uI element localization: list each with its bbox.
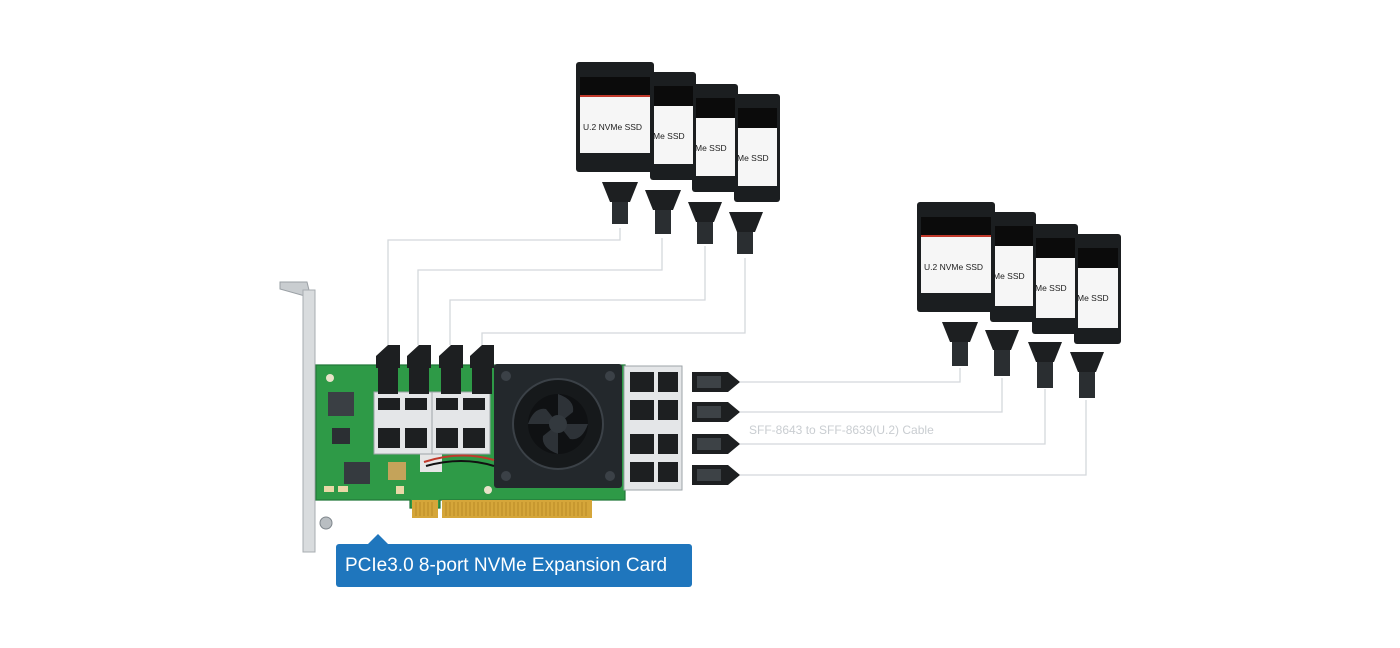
- ssd-label: Me SSD: [737, 153, 769, 163]
- sff8643-plugs: [692, 372, 740, 485]
- cable-label: SFF-8643 to SFF-8639(U.2) Cable: [749, 423, 934, 437]
- ssd-label: Me SSD: [695, 143, 727, 153]
- pcie-gold-fingers: [412, 500, 592, 518]
- ssd-label: Me SSD: [653, 131, 685, 141]
- ssd-drive-icon: U.2 NVMe SSD: [576, 62, 654, 172]
- ssd-group-top: Me SSD Me SSD Me SSD U.2 NVMe SSD: [576, 62, 780, 254]
- ssd-label: Me SSD: [1035, 283, 1067, 293]
- ssd-drive-icon: Me SSD: [1032, 224, 1078, 334]
- sff8643-plug-icon: [692, 372, 740, 392]
- pcie-expansion-card: [315, 345, 683, 518]
- ssd-label: Me SSD: [993, 271, 1025, 281]
- product-callout: PCIe3.0 8-port NVMe Expansion Card: [336, 534, 692, 587]
- ssd-label: U.2 NVMe SSD: [924, 262, 983, 272]
- ssd-group-right: Me SSD Me SSD Me SSD U.2 NVMe SSD: [917, 202, 1121, 398]
- sff8643-plug-icon: [692, 465, 740, 485]
- u2-connectors-top: [602, 182, 763, 254]
- heatsink: [423, 364, 622, 488]
- fan-icon: [512, 378, 604, 470]
- pcb-components: [324, 374, 492, 494]
- sff8643-plug-icon: [692, 402, 740, 422]
- ssd-drive-icon: Me SSD: [692, 84, 738, 192]
- ssd-drive-icon: Me SSD: [1074, 234, 1121, 344]
- u2-connectors-right: [942, 322, 1104, 398]
- onboard-ports-right: [623, 365, 683, 491]
- ssd-label: U.2 NVMe SSD: [583, 122, 642, 132]
- ssd-drive-icon: Me SSD: [650, 72, 696, 180]
- cable-lines: [387, 228, 1087, 476]
- onboard-ports-left: [373, 391, 491, 455]
- ssd-drive-icon: Me SSD: [734, 94, 780, 202]
- card-cable-plugs: [376, 345, 494, 394]
- sff8643-plug-icon: [692, 434, 740, 454]
- ssd-label: Me SSD: [1077, 293, 1109, 303]
- ssd-drive-icon: Me SSD: [990, 212, 1036, 322]
- ssd-drive-icon: U.2 NVMe SSD: [917, 202, 995, 312]
